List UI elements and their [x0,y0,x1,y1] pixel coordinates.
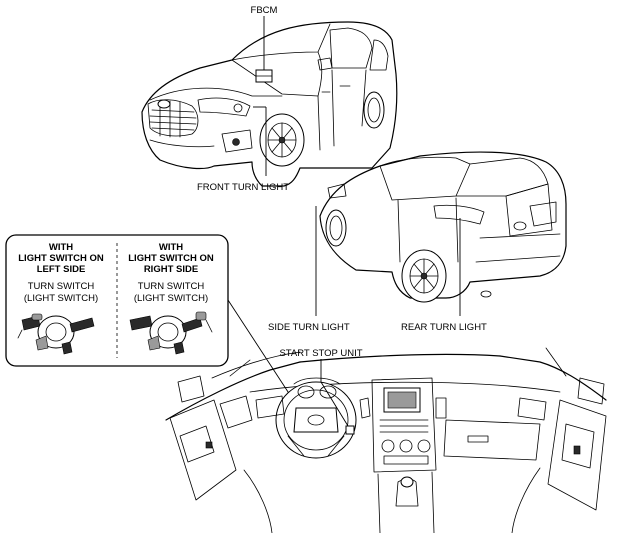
left-turn-switch-illustration [17,313,95,355]
side-turn-light-label: SIDE TURN LIGHT [268,322,350,333]
right-inset-heading-1: WITH [159,242,183,253]
right-inset-heading-2: LIGHT SWITCH ON [128,253,214,264]
left-inset-heading-1: WITH [49,242,73,253]
turn-switch-inset: WITH LIGHT SWITCH ON LEFT SIDE TURN SWIT… [5,234,229,367]
front-vehicle-illustration [141,21,398,187]
left-inset-caption-2: (LIGHT SWITCH) [24,293,98,304]
right-turn-switch-illustration [129,311,213,355]
fbcm-label: FBCM [251,5,278,16]
right-inset-caption-2: (LIGHT SWITCH) [134,293,208,304]
rear-turn-light-label: REAR TURN LIGHT [401,322,487,333]
left-inset-caption-1: TURN SWITCH [28,281,95,292]
right-inset-caption-1: TURN SWITCH [138,281,205,292]
start-stop-unit-button [345,425,355,435]
left-inset-heading-2: LIGHT SWITCH ON [18,253,104,264]
right-inset-heading-3: RIGHT SIDE [144,264,198,275]
dashboard-illustration [165,347,607,533]
front-turn-light-label: FRONT TURN LIGHT [197,182,289,193]
rear-vehicle-illustration [319,151,567,303]
left-inset-heading-3: LEFT SIDE [37,264,86,275]
start-stop-unit-label: START STOP UNIT [279,348,362,359]
